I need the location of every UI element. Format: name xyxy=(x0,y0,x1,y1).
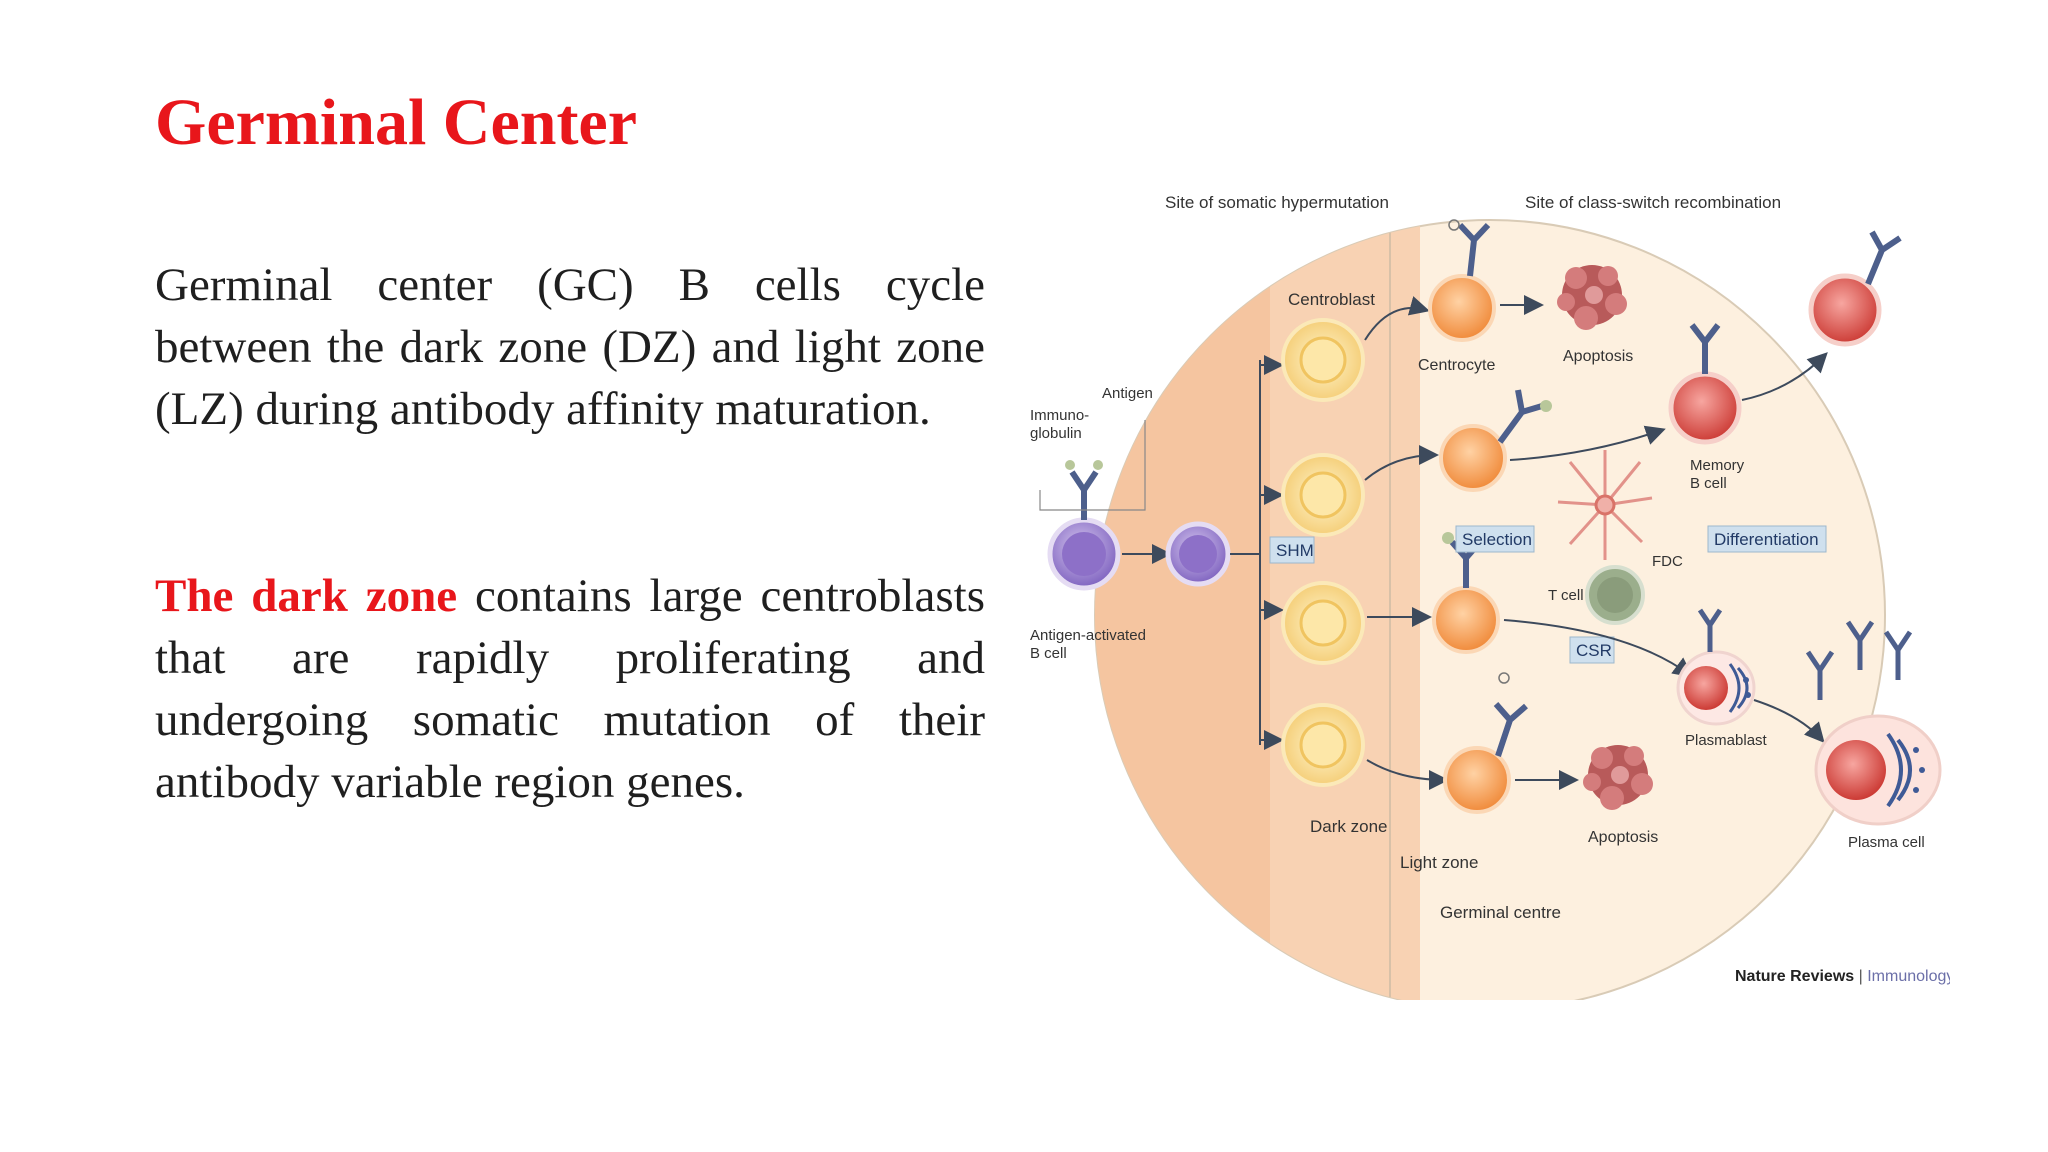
centroblast-cell xyxy=(1281,318,1365,402)
shm-label: SHM xyxy=(1276,541,1314,560)
apoptotic-cell xyxy=(1583,745,1653,810)
plasma-cell xyxy=(1805,620,1942,826)
apoptosis-label-bottom: Apoptosis xyxy=(1588,829,1658,846)
exiting-memory-b-cell xyxy=(1808,230,1902,347)
immunoglobulin-icon xyxy=(1069,470,1099,520)
apoptosis-label-top: Apoptosis xyxy=(1563,348,1633,365)
antigen-activated-b-cell xyxy=(1047,460,1121,591)
differentiation-label: Differentiation xyxy=(1714,530,1819,549)
immunoglobulin-label-2: globulin xyxy=(1030,425,1082,442)
slide-title: Germinal Center xyxy=(155,86,638,159)
figure-credit: Nature Reviews | Immunology xyxy=(1735,968,1950,985)
differentiation-box xyxy=(1707,525,1827,553)
fdc-cell xyxy=(1557,450,1653,560)
antigen-activated-label-2: B cell xyxy=(1030,645,1067,662)
germinal-centre-label: Germinal centre xyxy=(1440,903,1561,922)
germinal-center-diagram: Site of somatic hypermutation Site of cl… xyxy=(1030,180,1950,1000)
credit-topic: Immunology xyxy=(1867,968,1950,985)
apoptotic-cell xyxy=(1557,265,1627,330)
plasma-cell-label: Plasma cell xyxy=(1848,834,1925,851)
immunoglobulin-label-1: Immuno- xyxy=(1030,407,1089,424)
csr-label: CSR xyxy=(1576,641,1612,660)
centroblast-cell xyxy=(1281,703,1365,787)
centroblast-cell xyxy=(1281,453,1365,537)
centrocyte-cell xyxy=(1439,389,1552,492)
plasmablast-label: Plasmablast xyxy=(1685,732,1768,749)
t-cell xyxy=(1585,565,1645,625)
dark-zone-description: contains large centroblasts that are rap… xyxy=(155,570,985,808)
centroblast-cell xyxy=(1281,581,1365,665)
antigen-label: Antigen xyxy=(1102,385,1153,402)
entering-b-cell xyxy=(1165,521,1231,587)
t-cell-label: T cell xyxy=(1548,587,1584,604)
centrocyte-label: Centrocyte xyxy=(1418,357,1495,374)
antigen-icon xyxy=(1065,460,1075,470)
credit-journal: Nature Reviews xyxy=(1735,968,1854,985)
centrocyte-cell xyxy=(1428,219,1496,342)
fdc-label: FDC xyxy=(1652,553,1683,570)
dark-zone-emphasis: The dark zone xyxy=(155,570,458,622)
plasmablast-cell xyxy=(1676,608,1756,726)
selection-box xyxy=(1455,525,1535,553)
paragraph-gc-cycle: Germinal center (GC) B cells cycle betwe… xyxy=(155,259,985,435)
antigen-activated-label-1: Antigen-activated xyxy=(1030,627,1146,644)
centrocyte-cell xyxy=(1443,672,1528,814)
csr-box xyxy=(1569,636,1615,664)
credit-separator: | xyxy=(1854,968,1867,985)
site-shm-label: Site of somatic hypermutation xyxy=(1165,193,1389,212)
memory-label-2: B cell xyxy=(1690,475,1727,492)
paragraph-dark-zone: The dark zone contains large centroblast… xyxy=(155,565,985,813)
centroblast-label: Centroblast xyxy=(1288,290,1375,309)
site-csr-label: Site of class-switch recombination xyxy=(1525,193,1781,212)
memory-label-1: Memory xyxy=(1690,457,1745,474)
memory-b-cell xyxy=(1668,323,1742,445)
selection-label: Selection xyxy=(1462,530,1532,549)
shm-box xyxy=(1269,536,1315,564)
centrocyte-cell xyxy=(1432,532,1500,654)
light-zone-label: Light zone xyxy=(1400,853,1478,872)
dark-zone-label: Dark zone xyxy=(1310,817,1387,836)
